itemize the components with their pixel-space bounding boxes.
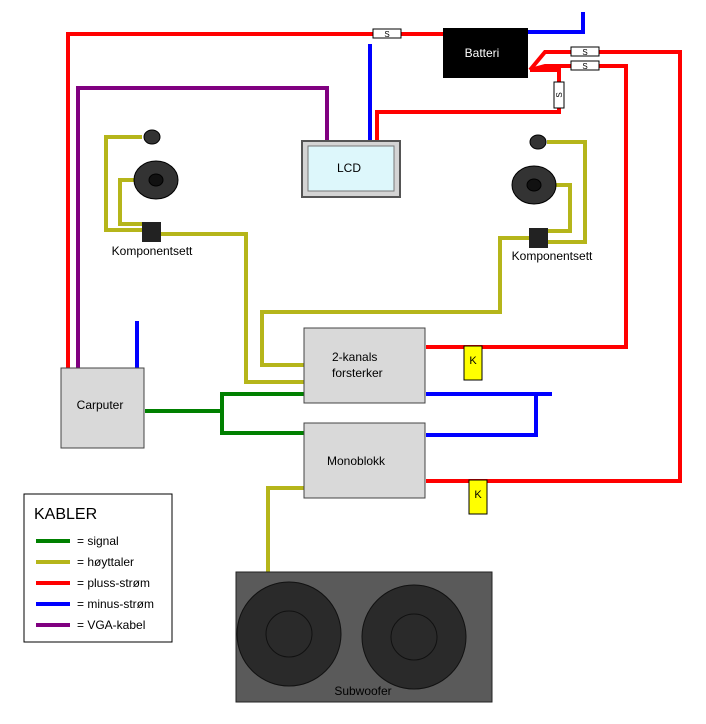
minus-wire-battery	[527, 12, 585, 34]
fuse-label: S	[582, 62, 587, 71]
speaker-wire-right-tweeter	[547, 140, 587, 244]
fuse-s-top: S	[372, 28, 402, 39]
fuse-k-amplifier: K	[463, 345, 483, 381]
wires	[66, 12, 682, 572]
component-set-left: Komponentsett	[112, 129, 193, 258]
component-set-left-label: Komponentsett	[112, 244, 193, 258]
component-set-right: Komponentsett	[511, 134, 593, 263]
legend-title: KABLER	[34, 506, 97, 523]
battery: Batteri	[443, 28, 528, 78]
fuse-s-right-2: S	[570, 60, 600, 71]
vga-wire	[76, 86, 329, 368]
crossover-left	[142, 222, 161, 242]
battery-label: Batteri	[465, 46, 500, 60]
legend-label: = VGA-kabel	[77, 618, 145, 632]
speaker-wire-left-tweeter	[104, 135, 142, 232]
legend-label: = minus-strøm	[77, 597, 154, 611]
amplifier-label-2: forsterker	[332, 366, 383, 380]
amplifier-label-1: 2-kanals	[332, 350, 377, 364]
fuse-s-right-1: S	[570, 46, 600, 57]
legend: KABLER = signal= høyttaler= pluss-strøm=…	[23, 493, 173, 643]
fuse-label: S	[582, 48, 587, 57]
carputer: Carputer	[60, 367, 145, 449]
fuse-k-monoblock: K	[468, 479, 488, 515]
speaker-wire-left-amp	[161, 232, 304, 384]
component-set-right-label: Komponentsett	[512, 249, 593, 263]
fuse-label: S	[384, 30, 389, 39]
signal-wire-amplifier	[220, 392, 304, 435]
subwoofer: Subwoofer	[235, 571, 493, 703]
plus-wire-monoblock	[426, 50, 682, 483]
fuse-s-vertical: S	[553, 81, 565, 109]
legend-items: = signal = høyttaler = pluss-strøm = minus-…	[36, 534, 154, 632]
lcd: LCD	[301, 140, 401, 198]
carputer-label: Carputer	[77, 398, 124, 412]
tweeter-right	[529, 134, 547, 150]
fuse-label: K	[474, 489, 482, 501]
plus-wire-lcd	[375, 68, 561, 141]
speaker-wire-right-amp	[260, 236, 529, 367]
fuse-label: S	[555, 92, 564, 97]
speaker-wire-left-woofer	[118, 178, 142, 226]
monoblock: Monoblokk	[303, 422, 426, 499]
legend-label: = pluss-strøm	[77, 576, 150, 590]
legend-label: = signal	[77, 534, 119, 548]
speaker-wire-right-woofer	[548, 183, 572, 233]
amplifier-2ch: 2-kanals forsterker	[303, 327, 426, 404]
speaker-wire-subwoofer	[266, 486, 304, 572]
plus-wire-carputer	[66, 32, 443, 368]
tweeter-left	[143, 129, 161, 145]
minus-wire-monoblock	[426, 394, 538, 437]
fuse-label: K	[469, 355, 477, 367]
lcd-label: LCD	[337, 161, 361, 175]
subwoofer-label: Subwoofer	[334, 684, 391, 698]
legend-label: = høyttaler	[77, 555, 134, 569]
plus-wire-amplifier	[426, 64, 628, 349]
crossover-right	[529, 228, 548, 248]
monoblock-label: Monoblokk	[327, 454, 386, 468]
